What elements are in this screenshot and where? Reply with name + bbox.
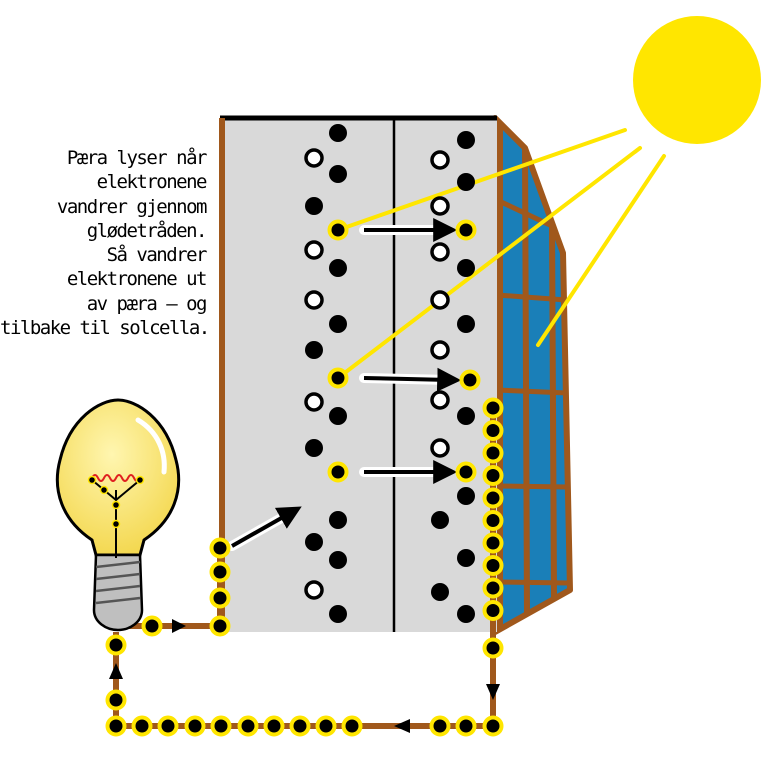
hole xyxy=(304,148,324,168)
caption-line-2: elektronene xyxy=(96,171,208,194)
wire-electron xyxy=(482,555,504,576)
electron xyxy=(457,173,475,191)
excited-electron xyxy=(327,219,349,241)
wire-electron xyxy=(429,715,451,737)
electron xyxy=(457,487,475,505)
electron-flow-arrows xyxy=(227,218,481,551)
excited-electron xyxy=(327,367,349,389)
solar-panel-side xyxy=(492,115,573,635)
wire-electron xyxy=(209,615,231,637)
caption-line-4: glødetråden. xyxy=(86,219,208,242)
electron xyxy=(457,407,475,425)
hole xyxy=(430,196,450,216)
hole xyxy=(304,290,324,310)
electron xyxy=(329,511,347,529)
filament-electron xyxy=(135,475,145,485)
electron xyxy=(457,605,475,623)
electron xyxy=(329,407,347,425)
explanation-caption: Pæra lyser når elektronene vandrer gjenn… xyxy=(0,146,210,340)
caption-line-7: av pæra – og xyxy=(86,292,208,315)
hole xyxy=(304,392,324,412)
wire-electron xyxy=(482,577,504,599)
caption-line-6: elektronene ut xyxy=(66,268,208,291)
hole xyxy=(430,150,450,170)
wire-electron xyxy=(184,715,206,737)
wire-electron xyxy=(141,615,163,637)
electron xyxy=(305,197,323,215)
hole xyxy=(430,438,450,458)
hole xyxy=(430,290,450,310)
wire-electron xyxy=(482,637,504,659)
wire-electron xyxy=(482,420,504,441)
wire-electron xyxy=(341,715,363,737)
electron xyxy=(329,165,347,183)
wire-electron xyxy=(482,510,504,531)
electron xyxy=(457,259,475,277)
caption-line-1: Pæra lyser når xyxy=(66,147,208,169)
wire-electron xyxy=(131,715,153,737)
filament-electron xyxy=(87,475,97,485)
solar-cell-front xyxy=(220,118,497,632)
filament-electron xyxy=(99,485,109,495)
hole xyxy=(430,242,450,262)
sun-rays xyxy=(336,128,666,380)
wire-electron xyxy=(289,715,311,737)
electron xyxy=(329,605,347,623)
wire-electrons xyxy=(105,397,504,737)
wire-electron xyxy=(105,689,127,711)
electron xyxy=(305,439,323,457)
sun-icon xyxy=(633,16,761,144)
wire-electron xyxy=(105,715,127,737)
filament-electron xyxy=(111,519,121,529)
hole xyxy=(430,340,450,360)
wire-electron xyxy=(209,561,231,583)
wire-electron xyxy=(482,442,504,464)
arrow-icon xyxy=(363,367,462,392)
wire-electron xyxy=(209,587,231,609)
cell-electrons-and-holes xyxy=(304,124,475,623)
excited-electron xyxy=(455,219,477,241)
wire-electron xyxy=(315,715,337,737)
wire-arrows xyxy=(109,619,500,733)
excited-electron xyxy=(327,461,349,483)
electron xyxy=(329,259,347,277)
hole xyxy=(304,580,324,600)
electron xyxy=(305,533,323,551)
wire-electron xyxy=(263,715,285,737)
electron xyxy=(431,511,449,529)
electron xyxy=(457,131,475,149)
electron xyxy=(457,315,475,333)
wire-electron xyxy=(210,715,232,737)
caption-line-3: vandrer gjennom xyxy=(56,195,208,218)
excited-electron xyxy=(459,369,481,391)
electron xyxy=(329,124,347,142)
electron xyxy=(329,551,347,569)
filament-electron xyxy=(111,500,121,510)
arrow-icon xyxy=(231,506,302,548)
wire-electron xyxy=(482,600,504,621)
wire-electron xyxy=(455,715,477,737)
wire-electron xyxy=(105,634,127,656)
wire-electron xyxy=(482,532,504,554)
wire-electron xyxy=(237,715,259,737)
wire-electron xyxy=(482,715,504,737)
electron xyxy=(305,341,323,359)
wire-electron xyxy=(482,487,504,509)
excited-electron xyxy=(455,461,477,483)
wire-electron xyxy=(157,715,179,737)
electron xyxy=(329,315,347,333)
hole xyxy=(304,240,324,260)
caption-line-8: tilbake til solcella. xyxy=(0,317,210,340)
wire-electron xyxy=(209,537,231,559)
wire-electron xyxy=(482,465,504,486)
caption-line-5: Så vandrer xyxy=(106,244,208,267)
electron xyxy=(431,583,449,601)
wire-electron xyxy=(482,397,504,419)
hole xyxy=(430,390,450,410)
electron xyxy=(457,549,475,567)
light-bulb-icon xyxy=(55,398,181,632)
